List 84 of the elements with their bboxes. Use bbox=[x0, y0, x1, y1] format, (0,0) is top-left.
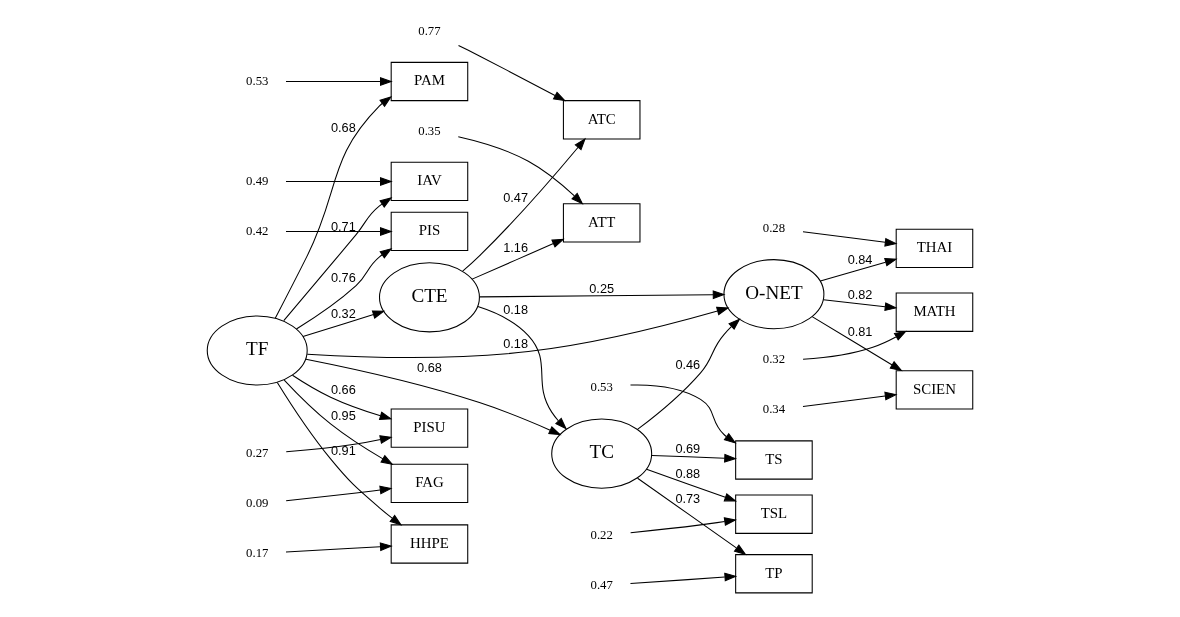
arrow bbox=[629, 384, 737, 444]
arrow bbox=[462, 137, 586, 272]
node-text: 0.47 bbox=[590, 577, 613, 592]
node-text: 0.22 bbox=[590, 527, 613, 542]
node-box: TS bbox=[735, 440, 813, 480]
arrow bbox=[802, 231, 898, 247]
arrow bbox=[285, 226, 393, 236]
node-text: 0.35 bbox=[418, 123, 441, 138]
node-text: 0.49 bbox=[246, 173, 269, 188]
arrow bbox=[646, 468, 738, 502]
node-box: HHPE bbox=[390, 524, 469, 564]
arrow bbox=[477, 306, 568, 430]
node-box: TP bbox=[735, 554, 813, 594]
arrow bbox=[291, 374, 393, 420]
arrow bbox=[276, 382, 403, 526]
node-text: 0.34 bbox=[762, 402, 786, 417]
edge-label: 0.69 bbox=[675, 441, 701, 457]
arrow bbox=[283, 197, 393, 322]
node-box: PISU bbox=[390, 408, 469, 448]
arrow bbox=[630, 517, 737, 534]
edge-label: 0.46 bbox=[675, 357, 701, 373]
node-box: TSL bbox=[735, 494, 813, 534]
node-box: FAG bbox=[390, 463, 469, 504]
node-box: THAI bbox=[895, 228, 974, 269]
arrow bbox=[802, 391, 898, 407]
edge-label: 0.18 bbox=[503, 335, 528, 351]
edge-label: 0.91 bbox=[330, 443, 356, 459]
arrow bbox=[629, 572, 738, 585]
node-text: 0.09 bbox=[246, 495, 269, 510]
arrow bbox=[811, 316, 903, 372]
arrow bbox=[802, 330, 907, 360]
arrow bbox=[285, 485, 393, 502]
edge-label: 0.71 bbox=[330, 218, 356, 234]
arrow bbox=[306, 306, 730, 358]
node-box: ATC bbox=[562, 100, 641, 140]
arrow bbox=[274, 96, 393, 319]
edge-label: 0.47 bbox=[503, 190, 528, 206]
arrow bbox=[819, 258, 898, 282]
edge-label: 0.82 bbox=[847, 287, 873, 303]
node-box: MATH bbox=[895, 292, 974, 332]
node-ellipse: TF bbox=[206, 315, 308, 386]
edge-label: 0.95 bbox=[330, 408, 356, 424]
node-text: 0.32 bbox=[762, 352, 786, 367]
arrow bbox=[305, 358, 562, 436]
arrow bbox=[458, 44, 567, 102]
arrow bbox=[471, 238, 565, 280]
edge-label: 0.18 bbox=[503, 301, 528, 317]
node-text: 0.53 bbox=[590, 380, 613, 394]
node-box: PAM bbox=[390, 61, 469, 102]
arrow bbox=[295, 247, 393, 330]
node-text: 0.77 bbox=[418, 23, 441, 38]
arrow bbox=[302, 310, 386, 338]
arrow bbox=[651, 453, 737, 463]
node-box: IAV bbox=[390, 161, 469, 202]
edge-label: 0.84 bbox=[847, 251, 873, 267]
edge-label: 0.25 bbox=[589, 280, 615, 296]
edge-label: 0.88 bbox=[675, 465, 701, 481]
edge-label: 0.68 bbox=[330, 120, 356, 136]
node-text: 0.17 bbox=[246, 545, 269, 560]
node-box: ATT bbox=[562, 203, 641, 243]
edge-label: 0.76 bbox=[330, 270, 356, 286]
arrow bbox=[822, 299, 898, 312]
edge-label: 1.16 bbox=[503, 240, 528, 256]
edge-label: 0.68 bbox=[417, 360, 442, 376]
edge-label: 0.32 bbox=[330, 306, 356, 322]
edge-label: 0.73 bbox=[675, 491, 701, 507]
arrow bbox=[479, 290, 726, 300]
arrow bbox=[637, 477, 747, 556]
edge-label: 0.66 bbox=[330, 381, 356, 397]
node-box: SCIEN bbox=[895, 370, 974, 410]
edge-label: 0.81 bbox=[847, 324, 873, 340]
arrow bbox=[285, 542, 393, 553]
arrow bbox=[285, 435, 393, 453]
node-text: 0.42 bbox=[246, 223, 269, 238]
node-box: PIS bbox=[390, 211, 469, 252]
node-ellipse: CTE bbox=[378, 262, 480, 333]
arrow bbox=[637, 318, 741, 430]
arrow bbox=[285, 77, 393, 86]
node-text: 0.28 bbox=[762, 220, 786, 235]
arrow bbox=[283, 379, 394, 465]
node-text: 0.27 bbox=[246, 445, 269, 460]
node-text: 0.53 bbox=[246, 73, 269, 88]
arrow bbox=[285, 177, 393, 186]
arrow bbox=[457, 136, 584, 205]
